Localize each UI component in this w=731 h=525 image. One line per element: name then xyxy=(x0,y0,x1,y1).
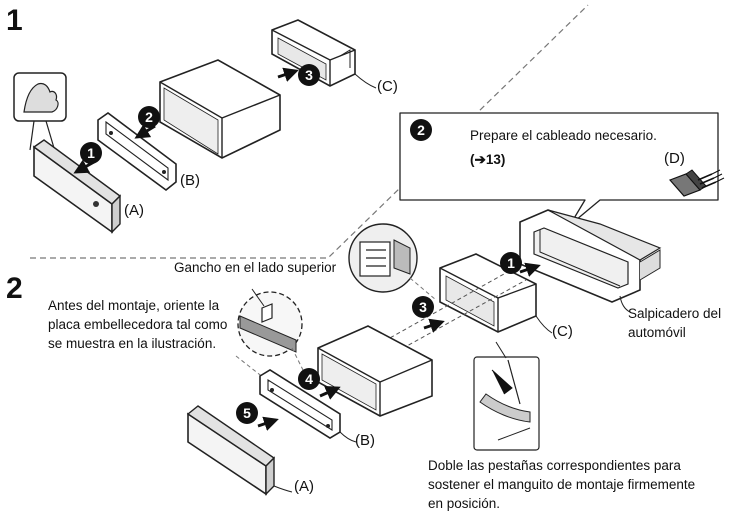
arrow-5-step2 xyxy=(257,416,279,431)
step-badge-3-step2: 3 xyxy=(412,296,434,318)
label-a-step1: (A) xyxy=(124,202,144,219)
tab-bending-detail xyxy=(473,341,540,451)
step-badge-3: 3 xyxy=(298,64,320,86)
trim-plate-b-step1 xyxy=(97,112,177,192)
step-2-number: 2 xyxy=(6,272,23,305)
arrow-3-step2 xyxy=(423,318,445,333)
callout-number: 2 xyxy=(410,119,432,141)
dashboard-opening xyxy=(519,209,662,303)
arrow-1-step2 xyxy=(519,262,541,277)
callout-page-ref: (➔13) xyxy=(470,152,506,167)
step-badge-1: 1 xyxy=(80,142,102,164)
step-badge-1-step2: 1 xyxy=(500,252,522,274)
unit-box-step1 xyxy=(159,59,281,159)
tabs-note: Doble las pestañas correspondientes para… xyxy=(428,458,696,511)
hook-note: Gancho en el lado superior xyxy=(174,260,337,275)
step-badge-2: 2 xyxy=(138,106,160,128)
orientation-note: Antes del montaje, oriente la placa embe… xyxy=(48,298,228,351)
label-b-step2: (B) xyxy=(355,432,375,449)
step-1-number: 1 xyxy=(6,4,23,37)
step-badge-4: 4 xyxy=(298,368,320,390)
dashboard-label: Salpicadero del automóvil xyxy=(628,306,722,340)
wiring-callout-box xyxy=(399,112,719,226)
arrow-2-step1 xyxy=(134,124,156,139)
label-c-step1: (C) xyxy=(377,78,398,95)
magnifier-tabs xyxy=(348,223,437,301)
connector-d-icon xyxy=(668,169,725,197)
label-b-step1: (B) xyxy=(180,172,200,189)
label-d: (D) xyxy=(664,150,685,167)
label-a-step2: (A) xyxy=(294,478,314,495)
arrow-right-icon: ➔ xyxy=(474,152,486,167)
callout-wiring-text: Prepare el cableado necesario. xyxy=(470,128,657,143)
faceplate-a-step1 xyxy=(32,139,122,234)
label-c-step2: (C) xyxy=(552,323,573,340)
arrow-3-step1 xyxy=(277,67,299,82)
step-badge-5: 5 xyxy=(236,402,258,424)
magnifier-hook xyxy=(235,288,307,379)
unit-box-step2 xyxy=(317,325,433,417)
hand-icon xyxy=(13,72,67,151)
faceplate-a-step2 xyxy=(186,405,276,496)
arrow-4-step2 xyxy=(319,386,341,400)
